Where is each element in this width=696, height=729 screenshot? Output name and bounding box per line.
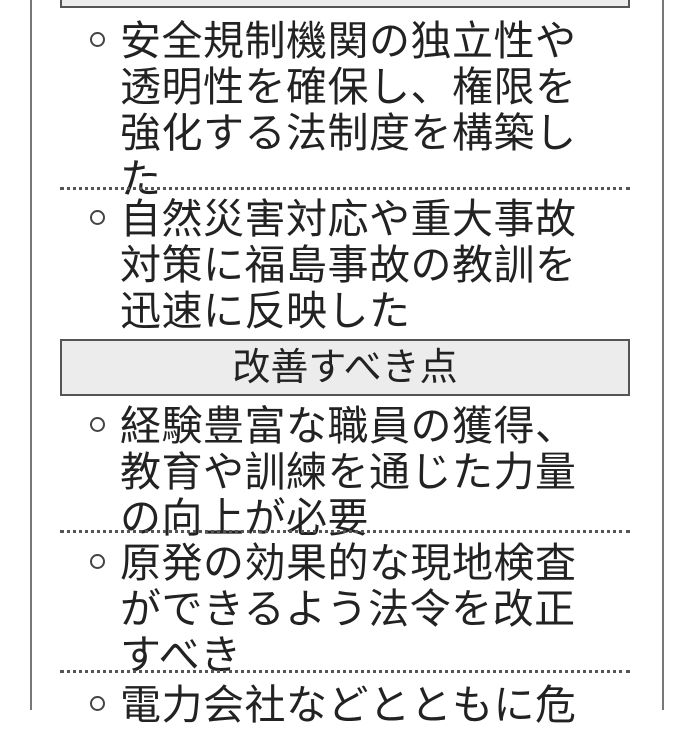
line: 電力会社などとともに危 bbox=[120, 681, 577, 729]
outer-frame bbox=[30, 0, 664, 710]
line: 透明性を確保し、権限を bbox=[120, 63, 577, 111]
line: 経験豊富な職員の獲得、 bbox=[120, 402, 577, 450]
circle-bullet-icon bbox=[90, 696, 105, 711]
item-text: 自然災害対応や重大事故 対策に福島事故の教訓を 迅速に反映した bbox=[120, 196, 640, 334]
circle-bullet-icon bbox=[90, 32, 105, 47]
circle-bullet-icon bbox=[90, 554, 105, 569]
circle-bullet-icon bbox=[90, 210, 105, 225]
line: 強化する法制度を構築し bbox=[120, 109, 577, 157]
item-text: 電力会社などとともに危 bbox=[120, 682, 640, 728]
line: 安全規制機関の独立性や bbox=[120, 17, 577, 65]
circle-bullet-icon bbox=[90, 417, 105, 432]
line: の向上が必要 bbox=[120, 494, 369, 542]
line: 自然災害対応や重大事故 bbox=[120, 195, 577, 243]
line: ができるよう法令を改正 bbox=[120, 585, 576, 633]
section-heading: 改善すべき点 bbox=[232, 345, 458, 389]
line: 原発の効果的な現地検査 bbox=[120, 539, 577, 587]
section-header-box-top bbox=[60, 0, 630, 8]
section-header-improvements: 改善すべき点 bbox=[60, 339, 630, 396]
item-text: 原発の効果的な現地検査 ができるよう法令を改正 すべき bbox=[120, 540, 640, 678]
line: 対策に福島事故の教訓を bbox=[120, 241, 577, 289]
dotted-divider bbox=[60, 530, 630, 533]
dotted-divider bbox=[60, 670, 630, 673]
item-text: 経験豊富な職員の獲得、 教育や訓練を通じた力量 の向上が必要 bbox=[120, 403, 640, 541]
item-text: 安全規制機関の独立性や 透明性を確保し、権限を 強化する法制度を構築し た bbox=[120, 18, 640, 202]
dotted-divider bbox=[60, 187, 630, 190]
line: た bbox=[120, 155, 162, 203]
line: 教育や訓練を通じた力量 bbox=[120, 448, 577, 496]
line: 迅速に反映した bbox=[120, 287, 411, 335]
